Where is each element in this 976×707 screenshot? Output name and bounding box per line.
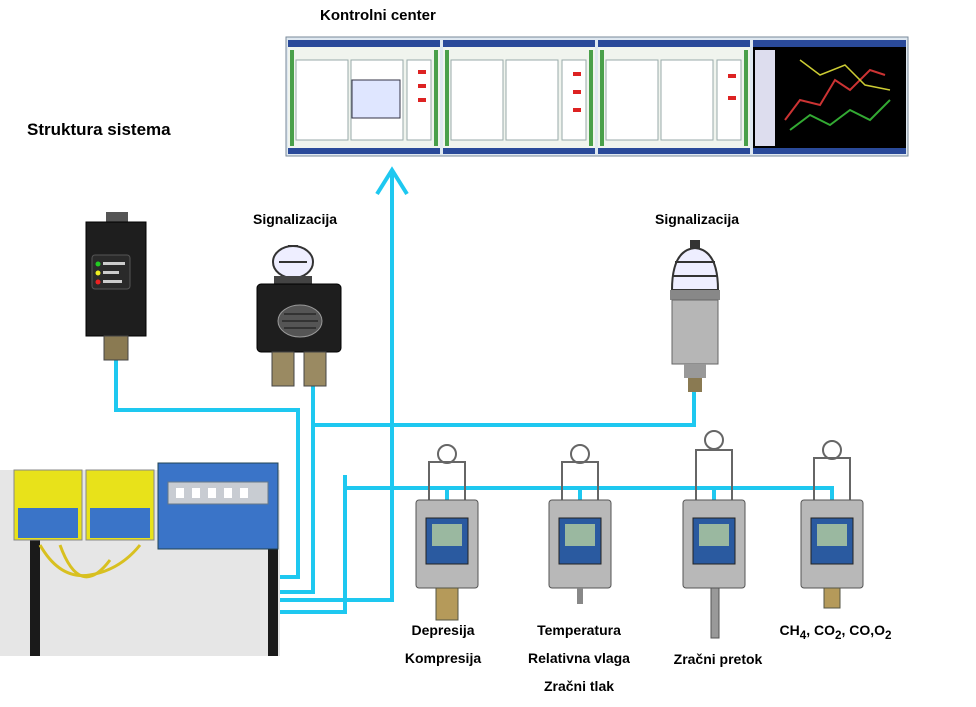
controller-box	[85, 212, 147, 361]
caption-line: Zračni pretok	[673, 651, 763, 667]
signal-horn-lamp	[256, 245, 342, 387]
signalization-label-right: Signalizacija	[655, 211, 740, 227]
sensor-temperatura	[548, 444, 612, 604]
caption-temperatura: Temperatura Relativna vlaga Zračni tlak	[515, 616, 643, 700]
control-panel-rack	[0, 462, 280, 656]
caption-depresija: Depresija Kompresija	[393, 616, 493, 672]
system-structure-title: Struktura sistema	[27, 120, 171, 139]
control-center-screens	[285, 36, 909, 157]
monitor-screen-3	[598, 40, 750, 154]
sensor-depresija	[415, 444, 479, 621]
caption-gas: CH4, CO2, CO,O2	[779, 622, 892, 642]
caption-line: Depresija	[411, 622, 475, 638]
signalization-label-left: Signalizacija	[253, 211, 338, 227]
control-center-title: Kontrolni center	[320, 7, 436, 24]
caption-line: Relativna vlaga	[528, 650, 630, 666]
caption-line: Kompresija	[404, 650, 482, 666]
sensor-zracni-pretok	[682, 430, 746, 639]
caption-line: Temperatura	[537, 622, 621, 638]
sensor-gas	[800, 440, 864, 609]
caption-line: Zračni tlak	[543, 678, 615, 694]
signal-lamp-right	[670, 240, 720, 392]
caption-zracni-pretok: Zračni pretok	[663, 645, 773, 673]
monitor-screen-2	[443, 40, 595, 154]
monitor-screen-1	[288, 40, 440, 154]
monitor-screen-map	[753, 40, 906, 154]
